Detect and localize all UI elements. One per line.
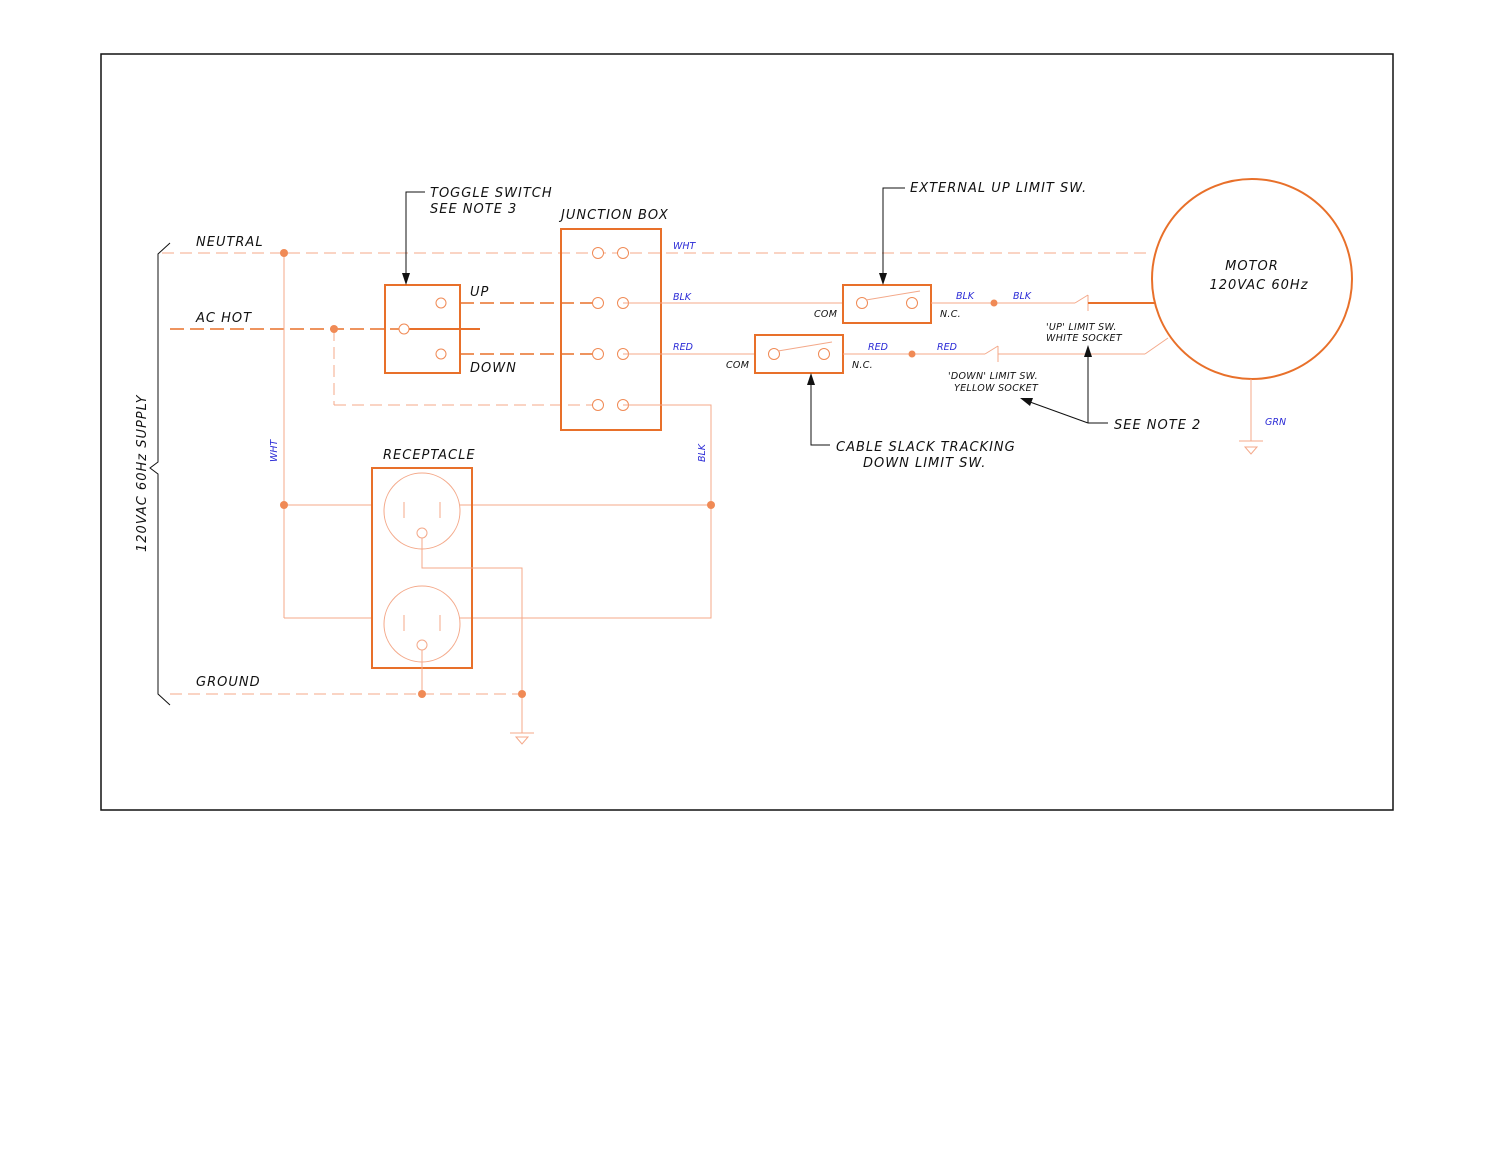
supply-brace <box>149 242 171 706</box>
up-limit-callout: EXTERNAL UP LIMIT SW. <box>910 181 1087 196</box>
motor-label-line1: MOTOR <box>1225 259 1279 274</box>
down-limit-sw-line2: YELLOW SOCKET <box>954 383 1039 394</box>
up-limit-sw-line1: 'UP' LIMIT SW. <box>1046 322 1117 333</box>
slack-callout-line1: CABLE SLACK TRACKING <box>836 440 1016 455</box>
toggle-callout-line1: TOGGLE SWITCH <box>430 186 553 201</box>
red-sw-label: RED <box>868 342 888 353</box>
supply-label: 120VAC 60Hz SUPPLY <box>135 394 150 552</box>
red-motor-label: RED <box>937 342 957 353</box>
earth-ground-icon <box>510 732 534 745</box>
receptacle-ground-wire <box>421 538 523 694</box>
wht-vertical-label: WHT <box>269 438 280 462</box>
receptacle-label: RECEPTACLE <box>383 448 476 463</box>
blk-receptacle-wire <box>460 404 712 619</box>
junction-box <box>560 228 662 431</box>
wht-top-label: WHT <box>673 241 697 252</box>
grn-label: GRN <box>1265 417 1286 428</box>
blk-sw-label: BLK <box>956 291 975 302</box>
neutral-label: NEUTRAL <box>196 235 264 250</box>
motor-circle <box>1151 178 1353 380</box>
up-limit-sw-line2: WHITE SOCKET <box>1046 333 1123 344</box>
down-limit-contact <box>984 345 999 355</box>
toggle-up-label: UP <box>470 285 489 300</box>
junction-box-label: JUNCTION BOX <box>558 208 669 223</box>
up-limit-contact <box>1074 294 1089 304</box>
up-sw-nc-label: N.C. <box>940 309 961 320</box>
ac-hot-label: AC HOT <box>195 311 252 326</box>
down-limit-sw-line1: 'DOWN' LIMIT SW. <box>948 371 1038 382</box>
motor-label-line2: 120VAC 60Hz <box>1209 278 1308 293</box>
toggle-down-label: DOWN <box>470 361 517 376</box>
slack-sw-nc-label: N.C. <box>852 360 873 371</box>
up-sw-com-label: COM <box>814 309 837 320</box>
blk-motor-label: BLK <box>1013 291 1032 302</box>
slack-callout-line2: DOWN LIMIT SW. <box>863 456 986 471</box>
toggle-callout-line2: SEE NOTE 3 <box>430 202 517 217</box>
ground-label: GROUND <box>196 675 261 690</box>
slack-sw-com-label: COM <box>726 360 749 371</box>
blk-top-label: BLK <box>673 292 692 303</box>
see-note-2: SEE NOTE 2 <box>1114 418 1201 433</box>
red-top-label: RED <box>673 342 693 353</box>
drawing-frame <box>100 53 1394 811</box>
blk-vertical-label: BLK <box>697 443 708 462</box>
external-up-limit-switch <box>842 284 932 324</box>
toggle-switch-box <box>384 284 461 374</box>
motor-ground-icon <box>1239 440 1263 455</box>
